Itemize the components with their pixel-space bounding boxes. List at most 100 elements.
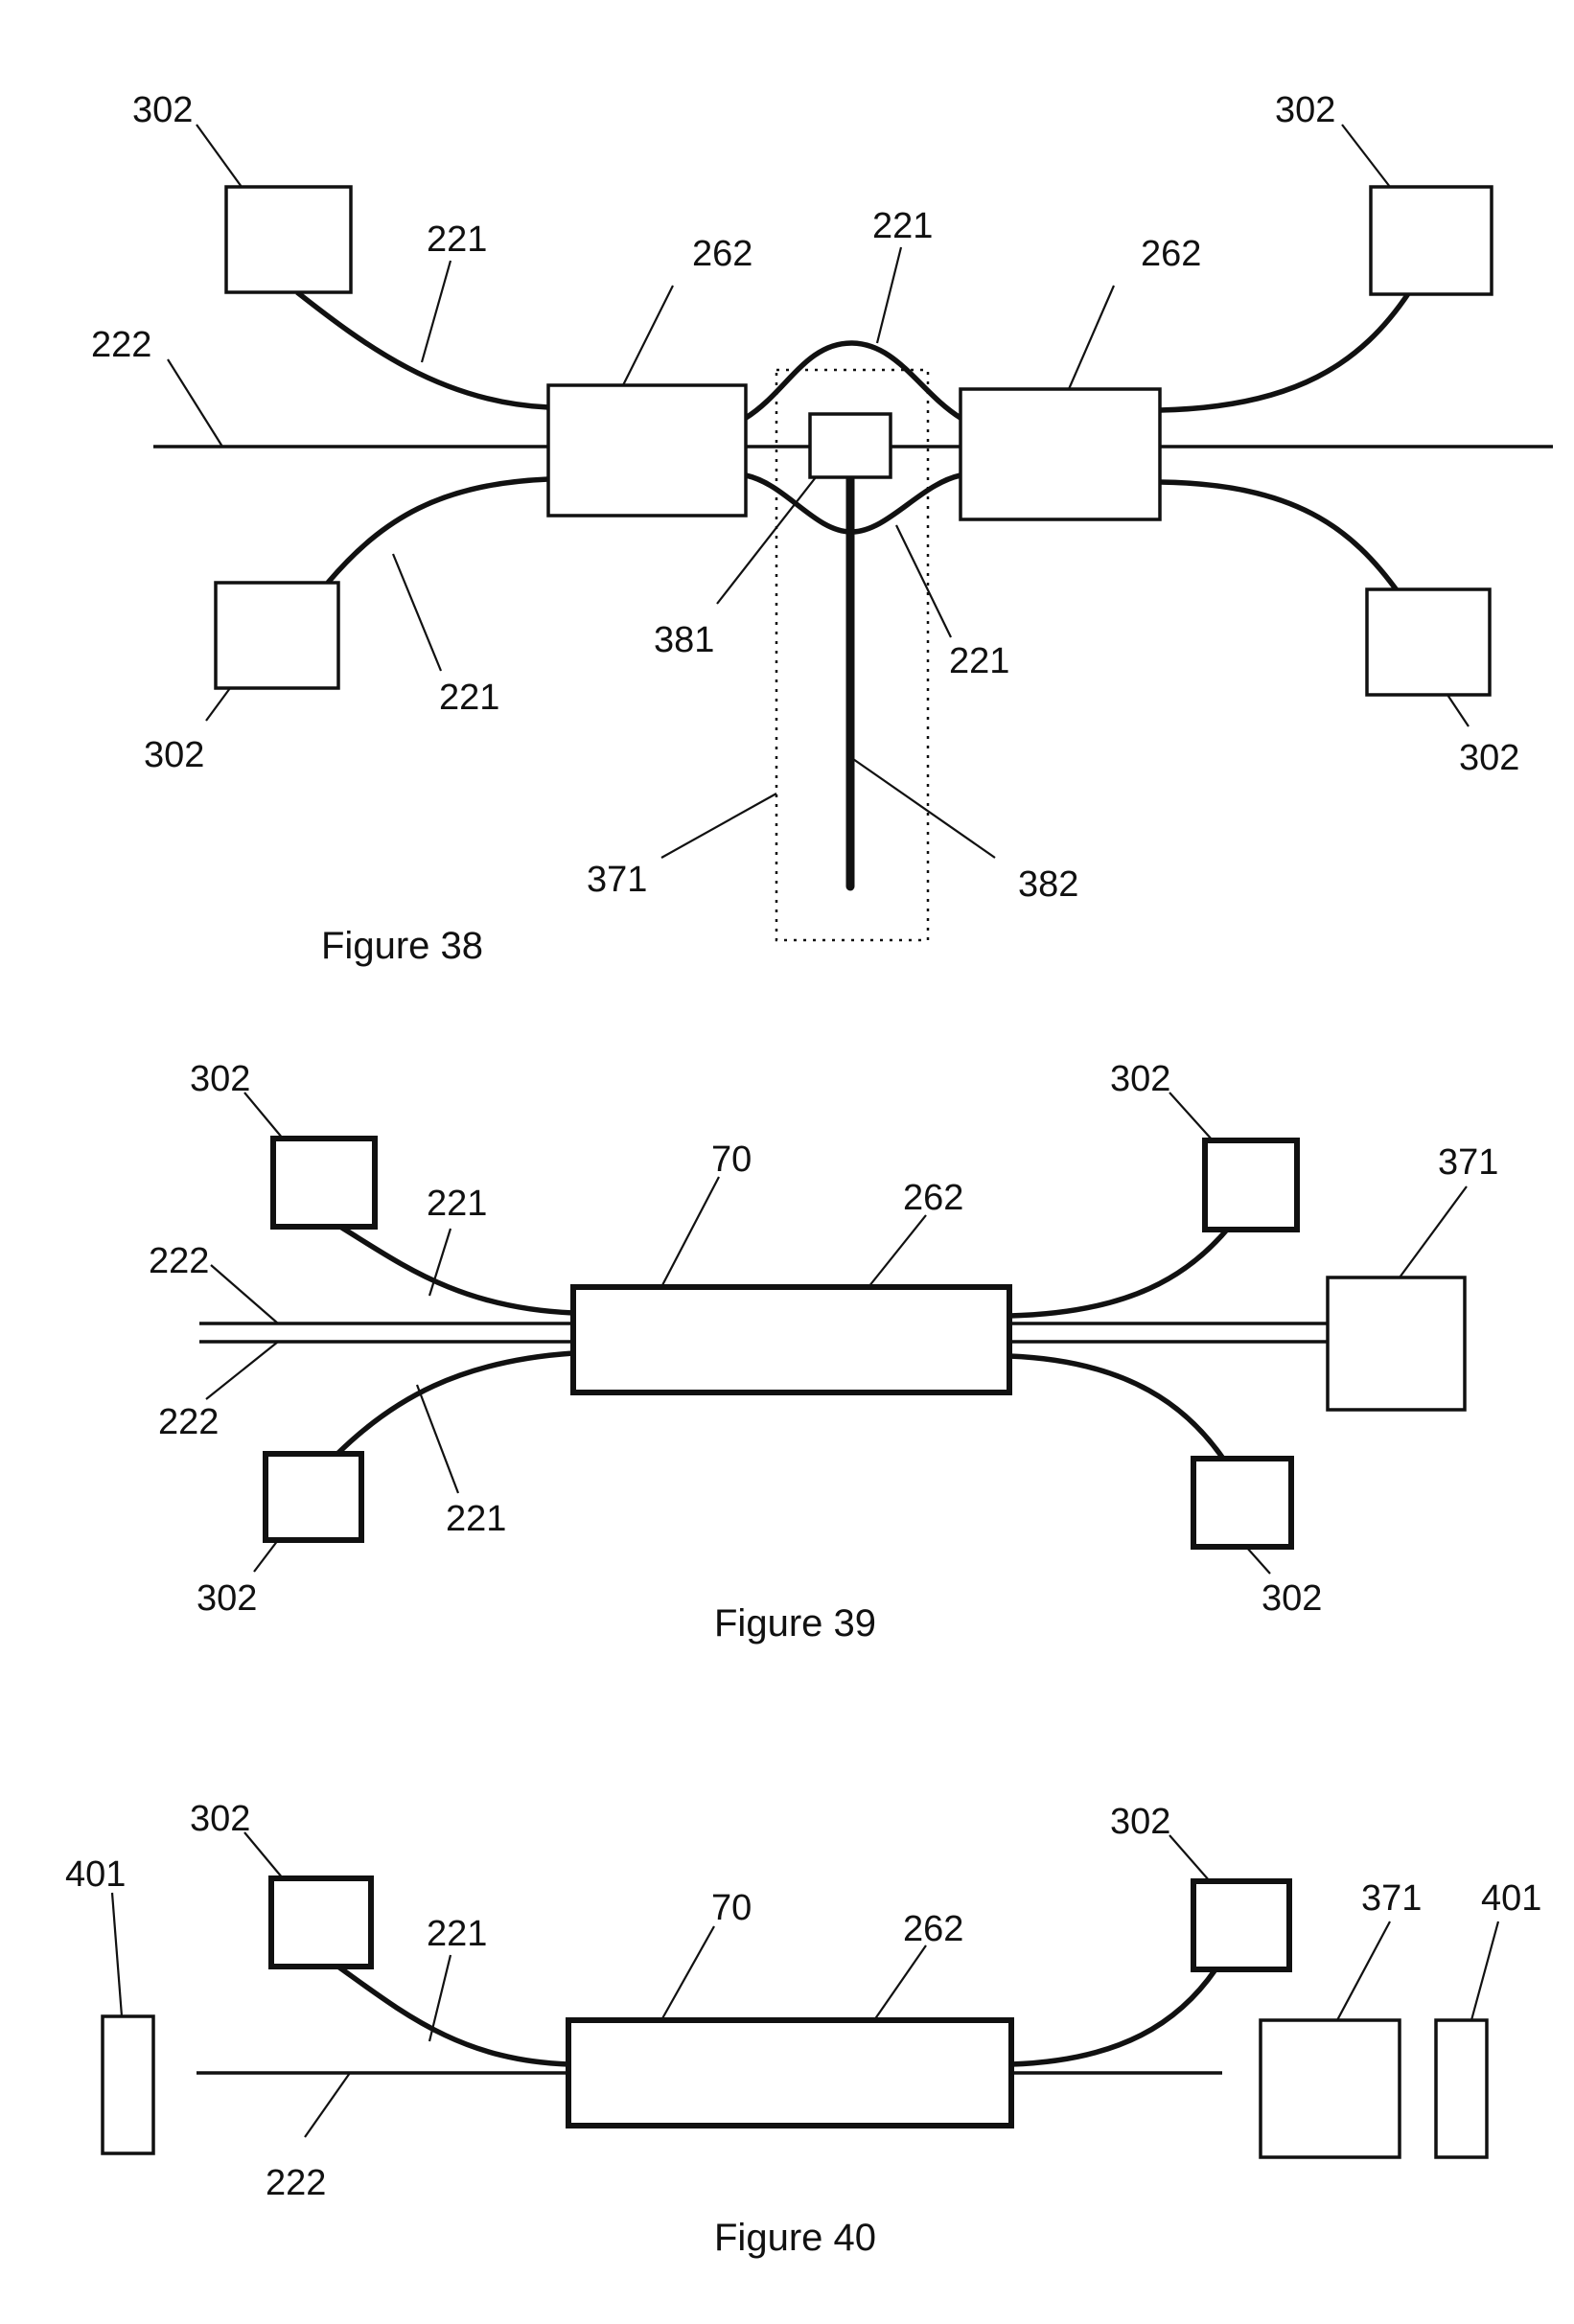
label-221: 221 [949,641,1009,681]
leader-222 [305,2073,350,2137]
box-302-lower-right [1193,1459,1291,1547]
figure-caption: Figure 38 [321,925,483,967]
label-221: 221 [439,678,499,718]
leader-401-right [1471,1921,1498,2020]
box-302-lower-left [216,583,338,688]
box-371 [1261,2020,1400,2157]
label-302: 302 [132,90,193,130]
label-262: 262 [1141,234,1201,274]
box-302-left [271,1878,371,1967]
fiber-221-upper-right [1160,292,1409,410]
figure-39: 302 302 221 222 222 221 302 302 70 262 3… [149,1059,1498,1645]
leader-262-left [623,286,673,385]
leader-221-ll [393,554,441,671]
leader-302-lr [1246,1547,1270,1574]
leader-371 [1337,1921,1390,2020]
label-262: 262 [903,1909,963,1949]
label-302: 302 [1262,1578,1322,1619]
leader-262-right [1069,286,1114,389]
label-262: 262 [692,234,752,274]
box-381 [810,414,891,477]
fiber-221-lower-right [1160,482,1400,594]
box-262-left [548,385,746,516]
leader-262 [874,1945,926,2020]
label-302: 302 [1459,738,1519,778]
box-302-lower-left [266,1454,361,1540]
box-262-right [961,389,1160,519]
label-221: 221 [872,206,933,246]
box-302-upper-left [273,1139,375,1227]
label-302: 302 [144,735,204,775]
leader-221-lower-arc [896,525,951,637]
leader-401-left [112,1893,122,2016]
figure-caption: Figure 39 [714,1602,876,1645]
label-401: 401 [65,1854,126,1895]
leader-221-ll [417,1385,458,1493]
label-381: 381 [654,620,714,660]
leader-302-ur [1169,1093,1213,1140]
box-262-70 [568,2020,1011,2126]
label-222: 222 [266,2163,326,2203]
fiber-221-upper-right [1009,1230,1227,1316]
label-221: 221 [446,1499,506,1539]
leader-302-ul [244,1093,283,1139]
leader-302-lr [1447,695,1469,726]
label-302: 302 [1275,90,1335,130]
label-302: 302 [197,1578,257,1619]
leader-302-ll [206,688,230,721]
leader-302-ul [197,125,242,187]
label-70: 70 [711,1888,752,1928]
leader-222 [168,359,222,447]
fiber-221-upper-left [340,1227,573,1313]
box-302-right [1193,1881,1289,1969]
box-302-lower-right [1367,589,1490,695]
box-401-left [103,2016,153,2153]
leader-371 [1400,1186,1467,1277]
leader-70 [661,1177,719,1287]
fiber-221-upper-arc [746,343,961,418]
leader-302-ll [254,1540,278,1572]
leader-222-upper [211,1265,278,1323]
figure-40: 302 302 401 221 70 262 371 401 222 Figur… [65,1799,1541,2259]
label-371: 371 [1438,1142,1498,1183]
leader-222-lower [206,1342,278,1399]
box-302-upper-left [226,187,351,292]
label-302: 302 [190,1799,250,1839]
leader-302-ur [1342,125,1390,187]
leader-302-left [244,1832,283,1878]
label-70: 70 [711,1139,752,1180]
fiber-221-lower-left [337,1353,573,1454]
label-222: 222 [158,1402,219,1442]
leader-221-ul [422,261,451,362]
leader-382 [853,759,995,858]
fiber-221-right [1011,1969,1215,2064]
box-302-upper-right [1371,187,1492,294]
leader-70 [661,1926,714,2020]
fiber-221-lower-left [328,479,548,583]
label-221: 221 [427,219,487,260]
fiber-221-upper-left [297,292,548,407]
label-302: 302 [1110,1802,1170,1842]
label-221: 221 [427,1914,487,1954]
box-262-70 [573,1287,1009,1392]
label-382: 382 [1018,864,1078,905]
figure-caption: Figure 40 [714,2217,876,2259]
label-221: 221 [427,1184,487,1224]
leader-371 [661,794,776,858]
fiber-221-left [336,1965,568,2064]
label-371: 371 [1361,1878,1422,1919]
label-302: 302 [1110,1059,1170,1099]
box-302-upper-right [1205,1140,1297,1230]
label-302: 302 [190,1059,250,1099]
fiber-221-lower-right [1009,1356,1223,1459]
figure-38: 302 302 221 221 222 262 262 302 302 221 … [91,90,1553,967]
label-222: 222 [91,325,151,365]
leader-262 [868,1215,926,1287]
label-222: 222 [149,1241,209,1281]
box-371 [1328,1277,1465,1410]
leader-221 [429,1955,451,2041]
label-262: 262 [903,1178,963,1218]
leader-302-right [1169,1835,1210,1881]
